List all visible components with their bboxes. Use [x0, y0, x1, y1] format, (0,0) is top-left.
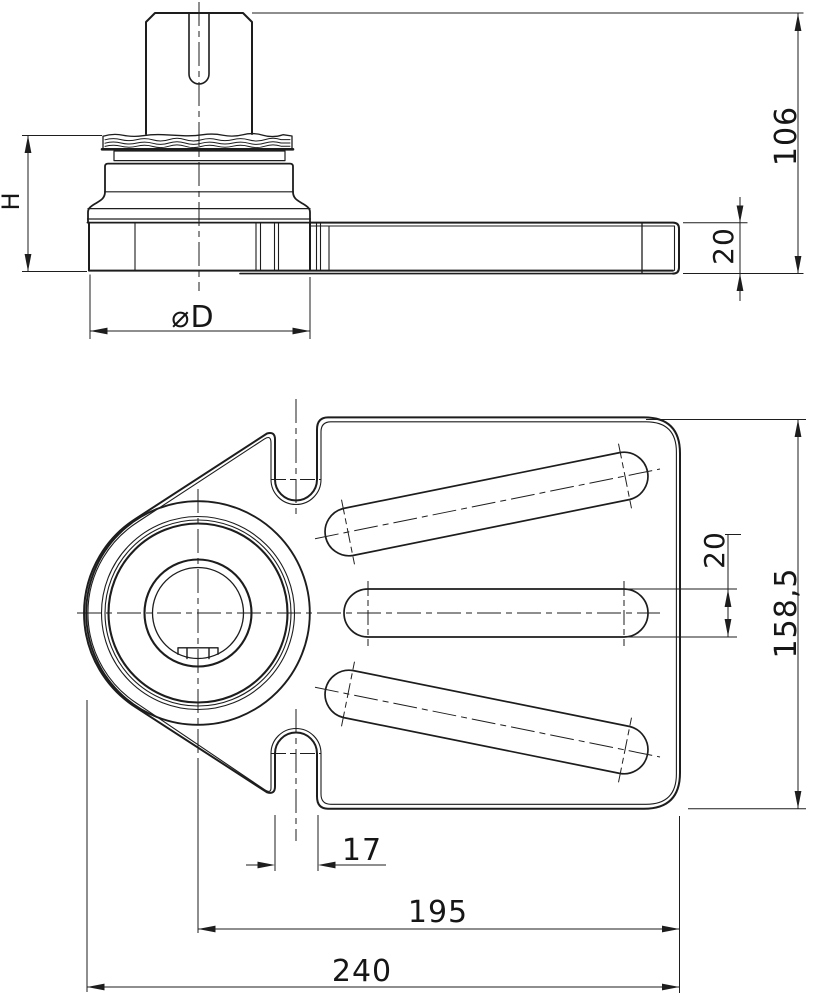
hub-base: [88, 221, 674, 272]
arrow-240-left: [87, 983, 105, 991]
lever-arm: [239, 221, 680, 275]
side-view: H ⌀D 106 20: [0, 2, 804, 339]
dim-20-side-label: 20: [707, 227, 740, 265]
arrow-240-right: [662, 983, 680, 991]
arrow-195-right: [662, 925, 680, 933]
dim-195-label: 195: [408, 895, 468, 930]
arrow-d-left: [90, 327, 108, 335]
plan-view: 20 158,5 17 195 240: [77, 399, 806, 993]
dim-158-5-label: 158,5: [769, 568, 804, 659]
dim-20-side: 20: [683, 197, 748, 301]
arrow-20s-top: [736, 205, 744, 223]
dim-17: 17: [246, 815, 386, 871]
keyway: [177, 647, 219, 660]
shaft-slot: [188, 12, 210, 85]
dim-h: H: [0, 135, 102, 272]
arrow-158-top: [794, 419, 802, 437]
arrow-158-bottom: [794, 791, 802, 809]
knurl-band: [100, 132, 295, 151]
dim-158-5: 158,5: [646, 419, 806, 810]
arrow-h-bottom: [24, 254, 32, 272]
dim-20-slot-label: 20: [698, 531, 731, 569]
dim-106: 106: [252, 12, 804, 274]
arrow-20p-top: [724, 589, 732, 607]
collar-ring: [113, 150, 286, 162]
dim-106-label: 106: [769, 106, 804, 166]
arrow-106-bottom: [794, 256, 802, 274]
arrow-h-top: [24, 135, 32, 153]
arrow-20p-bottom: [724, 619, 732, 637]
slot-middle: [343, 588, 649, 638]
hub-skirt: [86, 162, 312, 224]
arrow-d-right: [292, 327, 310, 335]
dim-240-label: 240: [332, 954, 392, 989]
dim-240: 240: [86, 700, 680, 992]
dim-diameter: ⌀D: [89, 274, 311, 339]
slot-top: [324, 451, 649, 557]
dim-17-label: 17: [342, 833, 382, 868]
arrow-195-left: [198, 925, 216, 933]
plan-centerlines: [77, 399, 661, 933]
plate-outline: [83, 416, 681, 810]
arrow-17-right: [318, 861, 336, 869]
arrow-106-top: [794, 13, 802, 31]
shaft-outline: [145, 12, 253, 135]
dim-20-slot: 20: [626, 531, 741, 638]
arrow-17-left: [257, 861, 275, 869]
dim-195: 195: [198, 816, 680, 993]
dim-diameter-label: ⌀D: [171, 300, 214, 335]
plate-outline-inner: [87, 421, 677, 805]
dim-h-label: H: [0, 191, 25, 210]
arrow-20s-bottom: [736, 273, 744, 291]
